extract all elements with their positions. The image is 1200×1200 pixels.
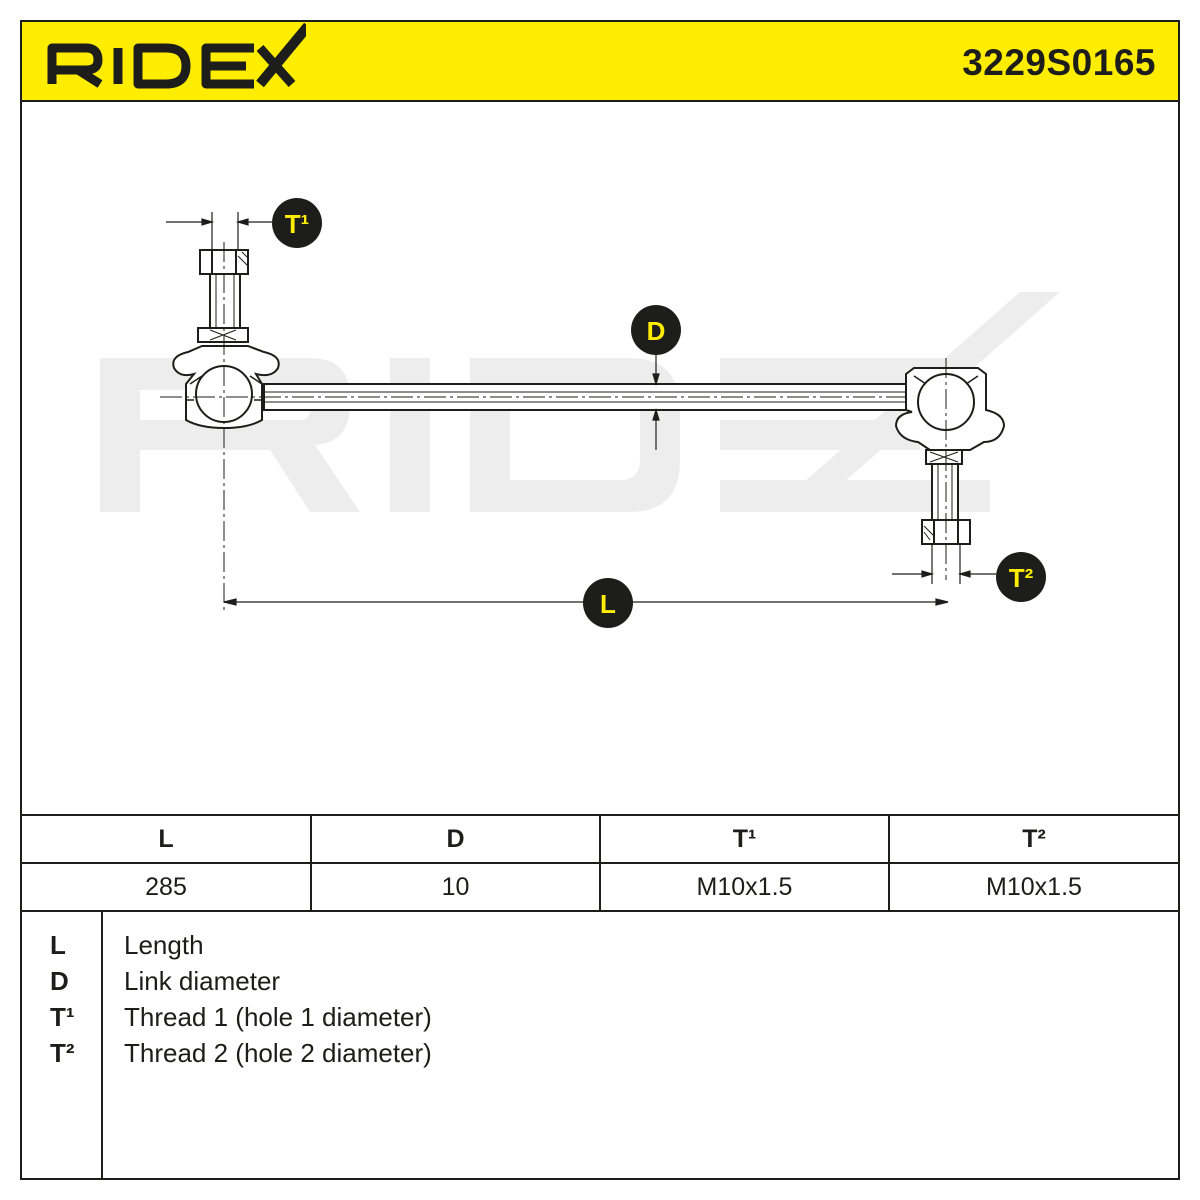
spec-header-row: L D T¹ T²	[22, 814, 1178, 864]
spec-table: L D T¹ T² 285 10 M10x1.5 M10x1.5	[22, 814, 1178, 912]
legend-divider	[101, 912, 103, 1180]
legend-key: D	[50, 966, 69, 996]
spec-value-d: 10	[310, 862, 601, 912]
sheet-frame: 3229S0165 L D T¹ T² 285 10 M10x1.5 M10x1…	[20, 20, 1180, 1180]
legend-text: Length	[124, 930, 204, 960]
ridex-logo	[47, 22, 306, 89]
spec-value-t2: M10x1.5	[888, 862, 1178, 912]
part-number: 3229S0165	[962, 42, 1156, 83]
spec-header-l: L	[22, 814, 312, 864]
legend-text: Thread 1 (hole 1 diameter)	[124, 1002, 432, 1032]
legend-key: L	[50, 930, 66, 960]
legend-item: T¹ Thread 1 (hole 1 diameter)	[22, 1002, 1178, 1038]
spec-header-t1: T¹	[599, 814, 890, 864]
legend-text: Thread 2 (hole 2 diameter)	[124, 1038, 432, 1068]
spec-value-row: 285 10 M10x1.5 M10x1.5	[22, 862, 1178, 912]
header-bar: 3229S0165	[22, 22, 1178, 102]
spec-header-d: D	[310, 814, 601, 864]
legend: L Length D Link diameter T¹ Thread 1 (ho…	[22, 912, 1178, 1180]
legend-key: T²	[50, 1038, 75, 1068]
spec-value-t1: M10x1.5	[599, 862, 890, 912]
legend-item: T² Thread 2 (hole 2 diameter)	[22, 1038, 1178, 1074]
legend-item: L Length	[22, 930, 1178, 966]
spec-value-l: 285	[22, 862, 312, 912]
legend-item: D Link diameter	[22, 966, 1178, 1002]
legend-text: Link diameter	[124, 966, 281, 996]
legend-key: T¹	[50, 1002, 75, 1032]
spec-header-t2: T²	[888, 814, 1178, 864]
